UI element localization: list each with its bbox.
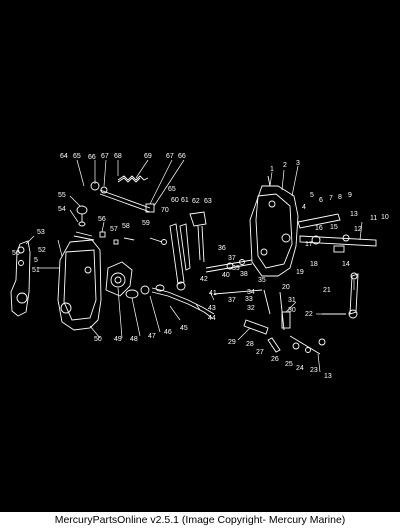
callout-54: 54 [58,206,66,213]
callout-53: 53 [37,229,45,236]
callout-5: 5 [310,192,314,199]
callout-39: 39 [232,265,240,272]
lower-linkage-part [243,289,326,355]
callout-23: 23 [310,367,318,374]
right-housing-part [249,175,299,277]
callout-63: 63 [204,198,212,205]
callout-1: 1 [270,166,274,173]
callout-59: 59 [142,220,150,227]
callout-35: 35 [258,277,266,284]
callout-50b: 50 [94,336,102,343]
callout-21: 21 [323,287,331,294]
callout-64: 64 [60,153,68,160]
callout-4: 4 [302,204,306,211]
callout-47: 47 [148,333,156,340]
callout-14: 14 [342,261,350,268]
callout-28: 28 [246,341,254,348]
callout-8: 8 [338,194,342,201]
callout-45: 45 [180,325,188,332]
leader-lines [25,159,363,373]
callout-19: 19 [296,269,304,276]
callout-52: 52 [38,247,46,254]
callout-labels: 64 65 66 67 68 69 67 66 55 54 56 57 58 5… [12,153,389,380]
callout-60: 60 [171,197,179,204]
callout-41: 41 [209,290,217,297]
exploded-parts-diagram: 64 65 66 67 68 69 67 66 55 54 56 57 58 5… [0,0,400,512]
callout-11: 11 [370,215,377,222]
callout-46: 46 [164,329,172,336]
right-shaft-part [297,213,377,253]
center-shaft-part [151,284,215,319]
callout-24: 24 [296,365,304,372]
callout-38: 38 [240,271,248,278]
spring-assembly-part [90,175,155,213]
callout-20: 20 [282,284,290,291]
callout-12: 12 [354,226,362,233]
callout-62: 62 [192,198,200,205]
callout-33: 33 [245,296,253,303]
callout-65b: 65 [168,186,176,193]
knob-part [76,205,88,227]
callout-30: 30 [288,307,296,314]
callout-36: 36 [218,245,226,252]
callout-43: 43 [208,305,216,312]
gear-cluster-part [105,261,150,299]
left-housing-part [57,231,102,331]
callout-65: 65 [73,153,81,160]
throttle-lever-part [169,223,191,291]
callout-5b: 5 [34,257,38,264]
callout-67: 67 [101,153,109,160]
callout-50: 50 [12,250,20,257]
callout-49: 49 [114,336,122,343]
copyright-caption: MercuryPartsOnline v2.5.1 (Image Copyrig… [0,512,400,529]
callout-56: 56 [98,216,106,223]
callout-57: 57 [110,226,118,233]
callout-15: 15 [330,224,338,231]
callout-3: 3 [296,160,300,167]
callout-27: 27 [256,349,264,356]
callout-55: 55 [58,192,66,199]
callout-13: 13 [350,211,358,218]
callout-17: 17 [305,241,313,248]
callout-67b: 67 [166,153,174,160]
callout-6: 6 [319,197,323,204]
callout-31: 31 [288,297,296,304]
callout-2: 2 [283,162,287,169]
callout-61: 61 [181,197,189,204]
callout-7: 7 [329,195,333,202]
callout-10: 10 [381,214,389,221]
callout-37: 37 [228,255,236,262]
callout-26: 26 [271,356,279,363]
callout-66: 66 [88,154,96,161]
callout-25: 25 [285,361,293,368]
callout-13b: 13 [324,373,332,380]
callout-34: 34 [247,289,255,296]
callout-40: 40 [222,272,230,279]
callout-16: 16 [315,225,323,232]
callout-32: 32 [247,305,255,312]
callout-69: 69 [144,153,152,160]
callout-66b: 66 [178,153,186,160]
callout-29: 29 [228,339,236,346]
callout-70: 70 [161,207,169,214]
lever-arm-part [322,272,359,319]
center-linkage-part [205,259,263,295]
callout-22: 22 [305,311,313,318]
callout-37b: 37 [228,297,236,304]
diagram-canvas: 64 65 66 67 68 69 67 66 55 54 56 57 58 5… [10,153,389,380]
callout-44: 44 [208,315,216,322]
mount-bracket-part [189,211,207,263]
callout-58: 58 [122,223,130,230]
callout-42: 42 [200,276,208,283]
linkage-pins-part [99,231,167,245]
callout-18: 18 [310,261,318,268]
callout-51: 51 [32,267,40,274]
callout-48: 48 [130,336,138,343]
callout-68: 68 [114,153,122,160]
callout-9: 9 [348,192,352,199]
bracket-part [10,240,31,317]
